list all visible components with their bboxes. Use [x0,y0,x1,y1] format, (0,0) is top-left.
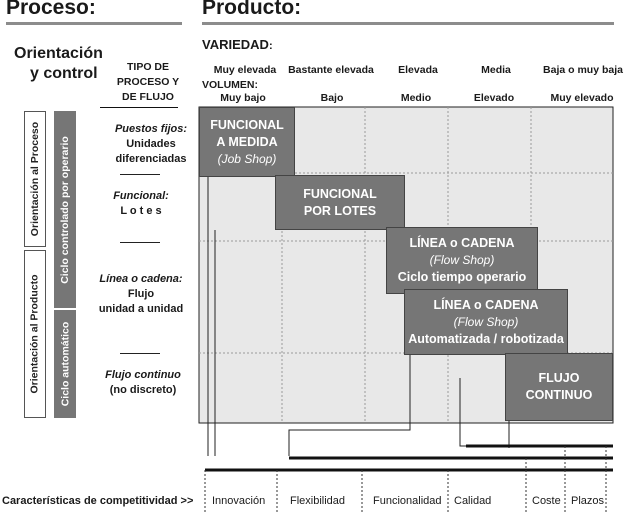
tipo-proceso-line2: PROCESO Y [116,76,180,88]
process-type-desc: (no discreto) [109,384,177,396]
competitividad-item-coste: Coste [532,495,561,507]
tipo-proceso-rule [100,107,178,108]
process-type-title: Funcional: [113,190,169,202]
box-linea-cadena-operario: LÍNEA o CADENA (Flow Shop) Ciclo tiempo … [386,227,538,294]
box-line: (Job Shop) [217,151,277,166]
volumen-col-5: Muy elevado [550,92,614,104]
orientacion-producto-label: Orientación al Producto [24,250,46,418]
process-type-title: Línea o cadena: [99,273,183,285]
competitividad-item-funcionalidad: Funcionalidad [373,495,442,507]
process-type-desc: L o t e s [120,205,162,217]
orientacion-line1: Orientación [14,45,103,62]
orientacion-line2: y control [30,65,98,82]
process-type-puestos-fijos: Puestos fijos: Unidades diferenciadas [96,122,206,167]
variedad-col-2: Bastante elevada [288,64,374,76]
box-line: CONTINUO [525,388,593,402]
box-line: FLUJO [538,371,580,385]
box-funcional-a-medida: FUNCIONAL A MEDIDA (Job Shop) [199,107,295,177]
variedad-col-5: Baja o muy baja [543,64,623,76]
process-type-title: Puestos fijos: [114,123,188,135]
competitividad-item-innovacion: Innovación [212,495,266,507]
volumen-heading: VOLUMEN: [202,79,258,91]
box-linea-cadena-automatizada: LÍNEA o CADENA (Flow Shop) Automatizada … [404,289,568,355]
competitividad-item-calidad: Calidad [454,495,492,507]
process-type-desc: unidad a unidad [98,303,184,315]
box-line: Ciclo tiempo operario [397,270,527,284]
process-separator [120,174,160,175]
box-line: Automatizada / robotizada [408,331,564,346]
producto-underline [202,22,614,25]
box-line: POR LOTES [303,203,377,218]
process-type-linea: Línea o cadena: Flujo unidad a unidad [86,272,196,317]
tipo-proceso-line1: TIPO DE [126,61,169,73]
box-flujo-continuo: FLUJO CONTINUO [505,353,613,421]
volumen-col-4: Elevado [473,92,515,104]
box-line: (Flow Shop) [429,253,495,267]
tipo-proceso-line3: DE FLUJO [122,91,174,103]
box-funcional-por-lotes: FUNCIONAL POR LOTES [275,175,405,230]
process-type-funcional: Funcional: L o t e s [86,189,196,219]
box-line: FUNCIONAL [210,117,284,132]
ciclo-operario-label: Ciclo controlado por operario [54,111,76,308]
competitividad-item-flexibilidad: Flexibilidad [290,495,346,507]
volumen-col-2: Bajo [320,92,344,104]
process-type-desc: Unidades [126,138,176,150]
box-line: (Flow Shop) [453,314,519,329]
process-separator [120,353,160,354]
competitividad-label: Características de competitividad >> [2,495,194,507]
box-line: LÍNEA o CADENA [409,236,515,250]
orientacion-proceso-label: Orientación al Proceso [24,111,46,247]
volumen-col-3: Medio [400,92,432,104]
variedad-col-3: Elevada [398,64,438,76]
variedad-col-4: Media [481,64,511,76]
box-line: FUNCIONAL [303,186,377,201]
proceso-underline [6,22,182,25]
variedad-col-1: Muy elevada [213,64,277,76]
box-line: A MEDIDA [216,134,278,149]
box-line: LÍNEA o CADENA [433,297,539,312]
tipo-proceso-heading: TIPO DE PROCESO Y DE FLUJO [106,60,190,105]
competitividad-item-plazos: Plazos [571,495,605,507]
process-separator [120,242,160,243]
process-type-title: Flujo continuo [105,369,181,381]
ciclo-automatico-label: Ciclo automático [54,310,76,418]
variedad-heading: VARIEDAD: [202,37,273,52]
process-type-desc: diferenciadas [115,153,187,165]
process-type-desc: Flujo [127,288,155,300]
proceso-header: Proceso: [6,0,96,19]
producto-header: Producto: [202,0,302,19]
volumen-col-1: Muy bajo [220,92,266,104]
process-type-flujo-continuo: Flujo continuo (no discreto) [88,368,198,398]
